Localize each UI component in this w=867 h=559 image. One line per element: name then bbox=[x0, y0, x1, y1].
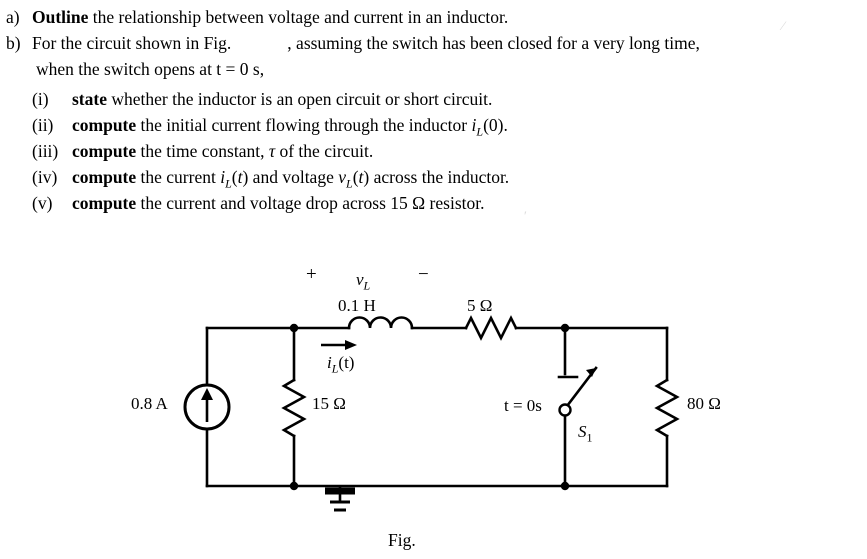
question-iv-keyword: compute bbox=[72, 167, 137, 187]
node-dot-top-right bbox=[560, 323, 570, 333]
resistor-15-ohm-zigzag bbox=[281, 378, 307, 438]
inductor-coil bbox=[347, 316, 414, 330]
resistor-15-label: 15 Ω bbox=[312, 394, 346, 413]
question-v-body: the current and voltage drop across 15 Ω… bbox=[136, 193, 485, 213]
figure-caption: Fig. bbox=[388, 530, 416, 550]
node-dot-top-left bbox=[289, 323, 299, 333]
resistor-5-label: 5 Ω bbox=[467, 296, 493, 315]
faint-mark-top: ∕ bbox=[782, 18, 785, 33]
question-iv-math-3: ( bbox=[352, 167, 359, 187]
question-iv-text: compute the current iL(t) and voltage vL… bbox=[72, 164, 852, 197]
question-ii-math-rest: (0). bbox=[483, 115, 508, 135]
question-b-body-1: For the circuit shown in Fig. bbox=[32, 33, 232, 53]
question-iv-math-v-sub: L bbox=[346, 176, 353, 191]
switch-name-sub: 1 bbox=[586, 430, 593, 445]
resistor-5-ohm-zigzag bbox=[464, 315, 518, 341]
question-a-text: Outline the relationship between voltage… bbox=[32, 4, 866, 30]
voltage-plus-label: + bbox=[306, 264, 317, 285]
question-b-body-2: , assuming the switch has been closed fo… bbox=[287, 33, 700, 53]
question-ii-text: compute the initial current flowing thro… bbox=[72, 112, 852, 145]
inductor-current-sub: L bbox=[331, 361, 339, 376]
question-v-text: compute the current and voltage drop acr… bbox=[72, 190, 852, 216]
question-ii-keyword: compute bbox=[72, 115, 137, 135]
faint-mark: ′ bbox=[524, 208, 527, 223]
inductor-current-arg: (t) bbox=[338, 353, 355, 372]
inductance-label: 0.1 H bbox=[338, 296, 376, 315]
question-iii-tau: τ bbox=[268, 141, 276, 161]
switch-time-label: t = 0s bbox=[504, 396, 542, 415]
question-iv-label: (iv) bbox=[32, 167, 58, 187]
question-iv-math-t1: t bbox=[237, 167, 243, 187]
question-item-i: (i) state whether the inductor is an ope… bbox=[32, 86, 852, 112]
question-i-text: state whether the inductor is an open ci… bbox=[72, 86, 852, 112]
question-iii-text: compute the time constant, τ of the circ… bbox=[72, 138, 852, 164]
inductor-voltage-label: vL bbox=[356, 270, 371, 293]
question-b-label: b) bbox=[6, 33, 21, 53]
question-iii-body-2: of the circuit. bbox=[275, 141, 374, 161]
question-ii-body: the initial current flowing through the … bbox=[136, 115, 472, 135]
voltage-minus-label: − bbox=[418, 264, 429, 285]
question-iv-math-2: ) and voltage bbox=[242, 167, 339, 187]
question-ii-math-i: i bbox=[471, 115, 477, 135]
question-iii-label: (iii) bbox=[32, 141, 59, 161]
question-item-a: a) Outline the relationship between volt… bbox=[6, 4, 866, 30]
question-iii-keyword: compute bbox=[72, 141, 137, 161]
inductor-current-arrow-head bbox=[345, 340, 357, 350]
question-item-iv: (iv) compute the current iL(t) and volta… bbox=[32, 164, 852, 197]
inductor-current-label: iL(t) bbox=[327, 353, 355, 376]
current-source-label: 0.8 A bbox=[131, 394, 168, 413]
current-source-arrow-head bbox=[201, 388, 213, 400]
question-b-continuation: when the switch opens at t = 0 s, bbox=[36, 59, 265, 79]
question-i-label: (i) bbox=[32, 89, 49, 109]
question-v-label: (v) bbox=[32, 193, 53, 213]
question-item-b: b) For the circuit shown in Fig. , assumi… bbox=[6, 30, 866, 56]
node-dot-bottom-right bbox=[560, 481, 570, 491]
question-iv-math-i-sub: L bbox=[225, 176, 232, 191]
question-i-keyword: state bbox=[72, 89, 107, 109]
question-iv-math-4: ) across the inductor. bbox=[363, 167, 510, 187]
question-iv-math-i: i bbox=[220, 167, 226, 187]
circuit-svg bbox=[183, 315, 680, 512]
ground-symbol bbox=[325, 486, 355, 512]
question-ii-math-sub: L bbox=[476, 124, 484, 139]
resistor-80-ohm-zigzag bbox=[654, 378, 680, 438]
switch-name-label: S1 bbox=[578, 422, 593, 445]
question-ii-label: (ii) bbox=[32, 115, 54, 135]
question-iv-math-t2: t bbox=[358, 167, 364, 187]
inductor-voltage-sub: L bbox=[363, 278, 371, 293]
question-item-iii: (iii) compute the time constant, τ of th… bbox=[32, 138, 852, 164]
question-iv-math-v: v bbox=[338, 167, 346, 187]
resistor-80-label: 80 Ω bbox=[687, 394, 721, 413]
question-a-label: a) bbox=[6, 7, 20, 27]
question-item-ii: (ii) compute the initial current flowing… bbox=[32, 112, 852, 145]
circuit-diagram: + vL − 0.1 H 5 Ω iL(t) 0.8 A 15 Ω 80 Ω t… bbox=[0, 208, 867, 554]
question-iv-body: the current bbox=[136, 167, 221, 187]
switch-terminal-open-circle bbox=[558, 403, 572, 417]
question-iii-body: the time constant, bbox=[136, 141, 269, 161]
question-i-body: whether the inductor is an open circuit … bbox=[106, 89, 493, 109]
switch-blade-tip bbox=[586, 368, 596, 377]
question-a-body: the relationship between voltage and cur… bbox=[88, 7, 509, 27]
question-v-keyword: compute bbox=[72, 193, 137, 213]
question-iv-math-1: ( bbox=[231, 167, 238, 187]
question-item-v: (v) compute the current and voltage drop… bbox=[32, 190, 852, 216]
question-b-text: For the circuit shown in Fig. , assuming … bbox=[32, 30, 866, 56]
node-dot-bottom-left bbox=[289, 481, 299, 491]
question-a-keyword: Outline bbox=[32, 7, 89, 27]
